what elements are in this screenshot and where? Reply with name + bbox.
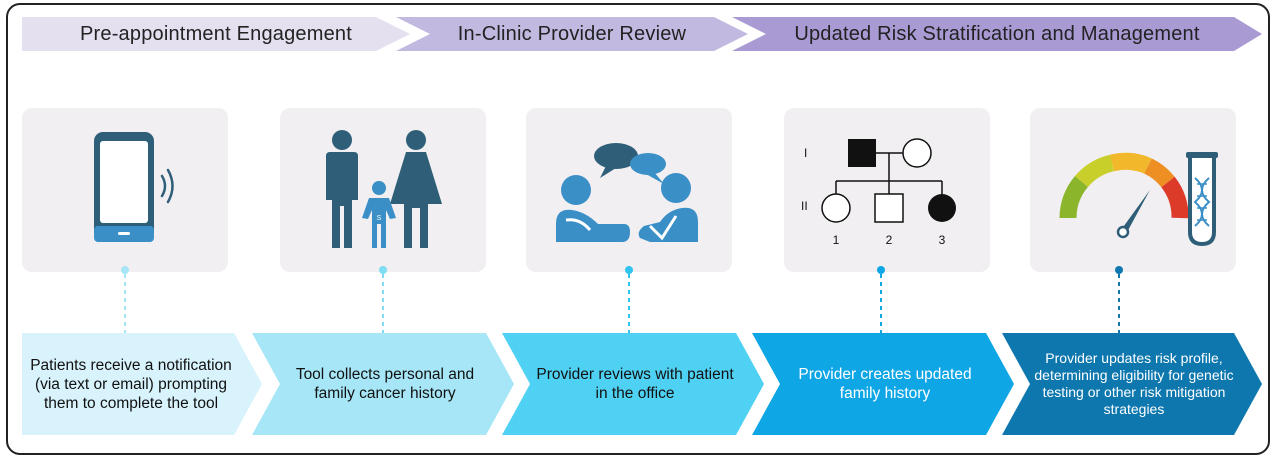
- phase-label: Updated Risk Stratification and Manageme…: [794, 22, 1200, 45]
- card-conversation: [526, 108, 732, 272]
- child-number-3: 3: [939, 233, 946, 247]
- card-smartphone: [22, 108, 228, 272]
- generation-label-ii: II: [801, 199, 808, 213]
- step-provider-review: Provider reviews with patient in the off…: [502, 333, 764, 435]
- child-number-2: 2: [886, 233, 893, 247]
- step-notification: Patients receive a notification (via tex…: [22, 333, 262, 435]
- smartphone-icon: [94, 132, 174, 242]
- step-text: Provider creates updated family history: [798, 366, 972, 402]
- connector-2: [378, 266, 388, 340]
- child-number-1: 1: [833, 233, 840, 247]
- generation-label-i: I: [804, 146, 807, 160]
- connector-5: [1114, 266, 1124, 340]
- pedigree-chart: I II 1 2 3: [801, 138, 956, 247]
- step-text: Tool collects personal and family cancer…: [295, 366, 475, 402]
- step-text: Patients receive a notification (via tex…: [30, 356, 232, 412]
- family-icon: S: [326, 130, 442, 248]
- phase-banner-pre-appointment: Pre-appointment Engagement: [22, 17, 410, 51]
- step-collect-history: Tool collects personal and family cancer…: [252, 333, 514, 435]
- svg-text:S: S: [377, 215, 382, 222]
- dna-test-tube-icon: [1182, 150, 1222, 248]
- step-text: Provider reviews with patient in the off…: [536, 366, 734, 402]
- connector-4: [876, 266, 886, 340]
- step-family-history: Provider creates updated family history: [752, 333, 1014, 435]
- card-pedigree: I II 1 2 3: [784, 108, 990, 272]
- phase-label: Pre-appointment Engagement: [79, 22, 353, 45]
- step-risk-profile: Provider updates risk profile, determini…: [1002, 333, 1262, 435]
- card-family: S: [280, 108, 486, 272]
- risk-gauge-icon: [1059, 152, 1189, 239]
- phase-banner-in-clinic: In-Clinic Provider Review: [396, 17, 748, 51]
- step-text: Provider updates risk profile, determini…: [1034, 350, 1234, 417]
- connector-1: [120, 266, 130, 340]
- diagram-frame: [6, 3, 1270, 455]
- phase-banner-risk-stratification: Updated Risk Stratification and Manageme…: [732, 17, 1262, 51]
- connector-3: [624, 266, 634, 340]
- conversation-icon: [556, 143, 698, 242]
- phase-label: In-Clinic Provider Review: [457, 22, 687, 45]
